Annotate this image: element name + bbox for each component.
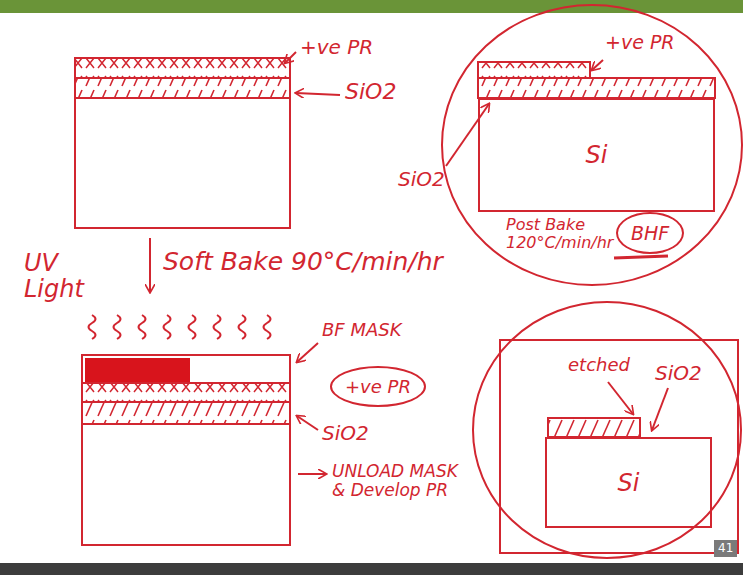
layer-label: +ve PR [300, 36, 373, 58]
process-note: Soft Bake 90°C/min/hr [163, 248, 443, 276]
node-text: Si [586, 141, 608, 169]
layer-label: +ve PR [605, 32, 675, 53]
etch-label: etched [568, 355, 630, 375]
layer-label: SiO2 [345, 80, 396, 104]
mask-label: BF MASK [322, 320, 402, 340]
node-text: +ve PR [345, 376, 411, 397]
silicon-substrate: Si [545, 437, 712, 528]
layer-label: SiO2 [322, 422, 369, 444]
process-note: UNLOAD MASK & Develop PR [332, 462, 460, 499]
silicon-substrate: Si [478, 98, 715, 212]
layer-label: SiO2 [398, 168, 445, 190]
layer-label: SiO2 [655, 362, 702, 384]
node-text: BHF [631, 222, 669, 244]
node-text: Si [618, 469, 640, 497]
slide-number: 41 [714, 540, 737, 557]
process-note: Post Bake 120°C/min/hr [506, 216, 614, 251]
light-label: UV Light [24, 250, 84, 303]
photoresist-oval: +ve PR [330, 366, 426, 407]
etchant-oval: BHF [616, 212, 684, 254]
